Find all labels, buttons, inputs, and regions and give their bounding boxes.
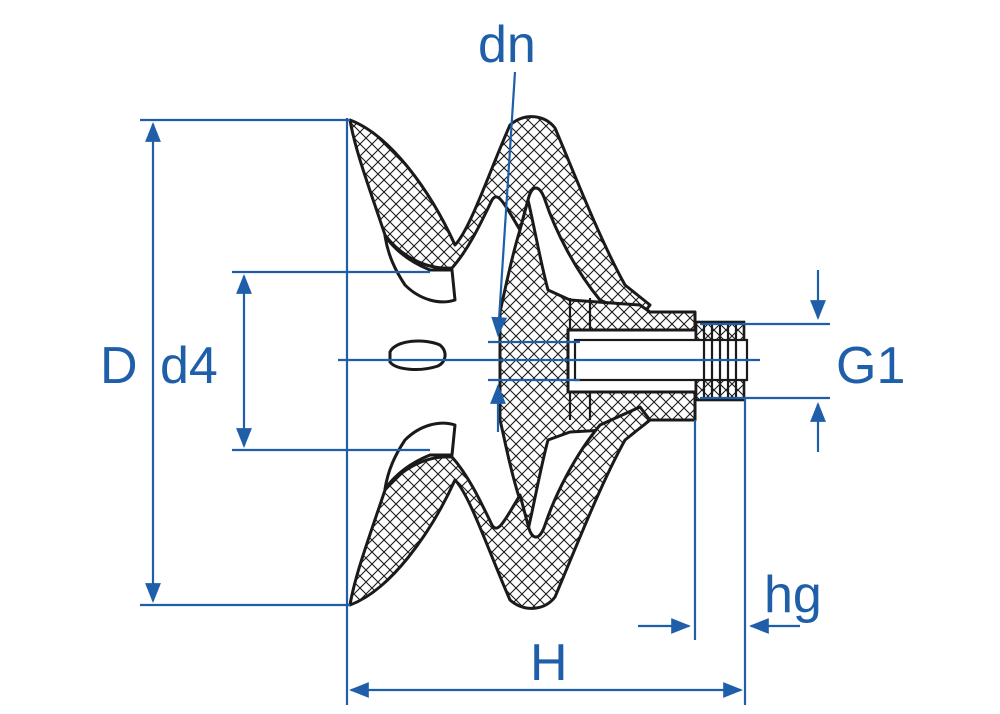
upper-bellows-wall bbox=[348, 115, 652, 320]
inner-seal-lip bbox=[388, 339, 447, 371]
lower-bellows-wall bbox=[348, 405, 652, 610]
label-d: D bbox=[100, 337, 138, 395]
label-h: H bbox=[530, 634, 568, 692]
suction-cup-body bbox=[348, 115, 749, 610]
label-dn: dn bbox=[478, 16, 536, 74]
fitting-hex bbox=[568, 298, 592, 420]
dimension-labels: dn D d4 G1 hg H bbox=[100, 16, 905, 692]
label-hg: hg bbox=[764, 566, 822, 624]
dn-leader bbox=[491, 71, 517, 337]
label-g1: G1 bbox=[836, 337, 905, 395]
label-d4: d4 bbox=[160, 337, 218, 395]
upper-lip-fold bbox=[383, 234, 457, 304]
lower-lip-fold bbox=[383, 421, 457, 491]
dimensions bbox=[140, 71, 830, 705]
